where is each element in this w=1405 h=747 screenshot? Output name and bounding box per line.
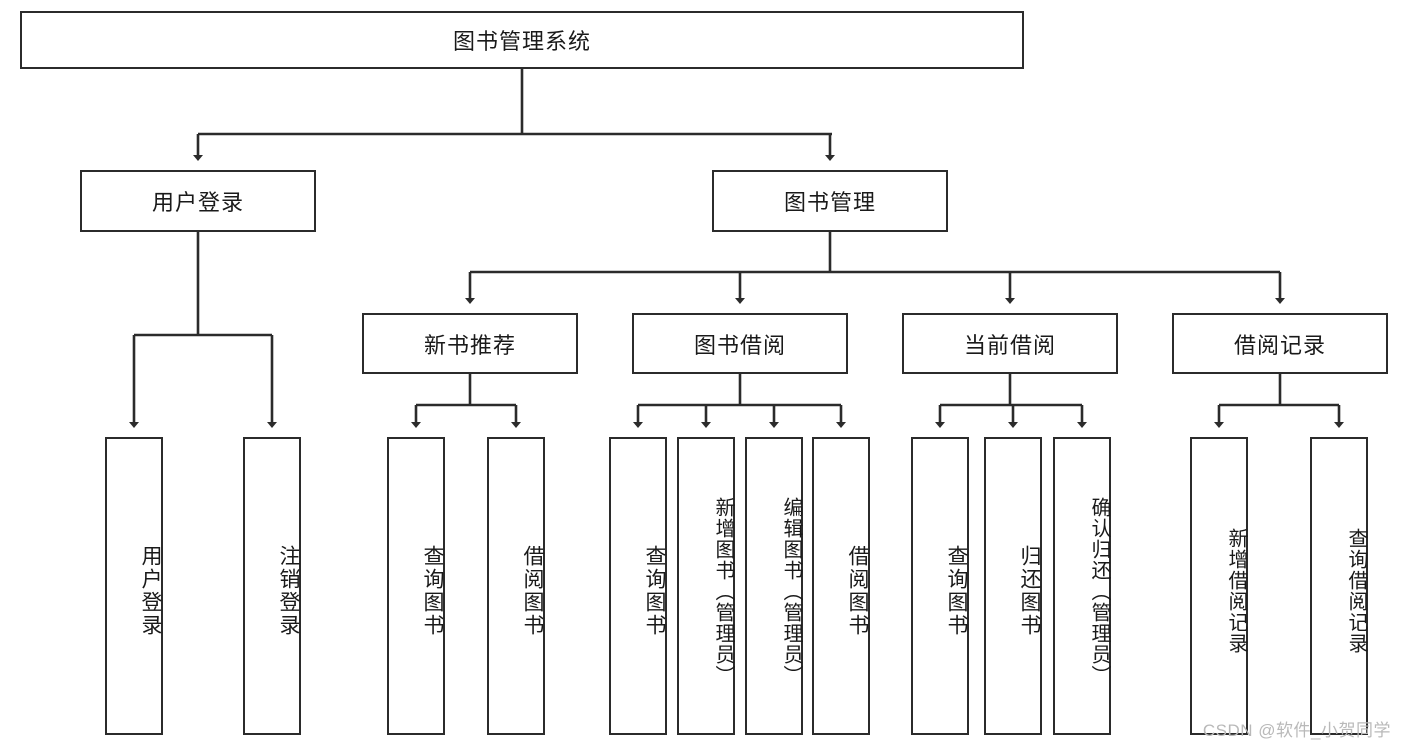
node-new-book-recommend[interactable]: 新书推荐 [362, 313, 578, 374]
leaf-edit-book-admin[interactable]: 编辑图书（管理员） [745, 437, 803, 735]
node-root-title[interactable]: 图书管理系统 [20, 11, 1024, 69]
leaf-borrow-book[interactable]: 借阅图书 [812, 437, 870, 735]
leaf-query-borrow-record[interactable]: 查询借阅记录 [1310, 437, 1368, 735]
leaf-confirm-return-admin[interactable]: 确认归还（管理员） [1053, 437, 1111, 735]
leaf-add-borrow-record[interactable]: 新增借阅记录 [1190, 437, 1248, 735]
leaf-return-book[interactable]: 归还图书 [984, 437, 1042, 735]
node-book-borrow[interactable]: 图书借阅 [632, 313, 848, 374]
leaf-logout-login[interactable]: 注销登录 [243, 437, 301, 735]
node-book-management[interactable]: 图书管理 [712, 170, 948, 232]
leaf-user-login[interactable]: 用户登录 [105, 437, 163, 735]
leaf-query-book-borrow[interactable]: 查询图书 [609, 437, 667, 735]
node-user-login[interactable]: 用户登录 [80, 170, 316, 232]
leaf-borrow-book-recommend[interactable]: 借阅图书 [487, 437, 545, 735]
leaf-query-book-current[interactable]: 查询图书 [911, 437, 969, 735]
node-borrow-record[interactable]: 借阅记录 [1172, 313, 1388, 374]
leaf-add-book-admin[interactable]: 新增图书（管理员） [677, 437, 735, 735]
node-current-borrow[interactable]: 当前借阅 [902, 313, 1118, 374]
leaf-query-book-recommend[interactable]: 查询图书 [387, 437, 445, 735]
watermark-text: CSDN @软件_小贺同学 [1202, 721, 1391, 740]
